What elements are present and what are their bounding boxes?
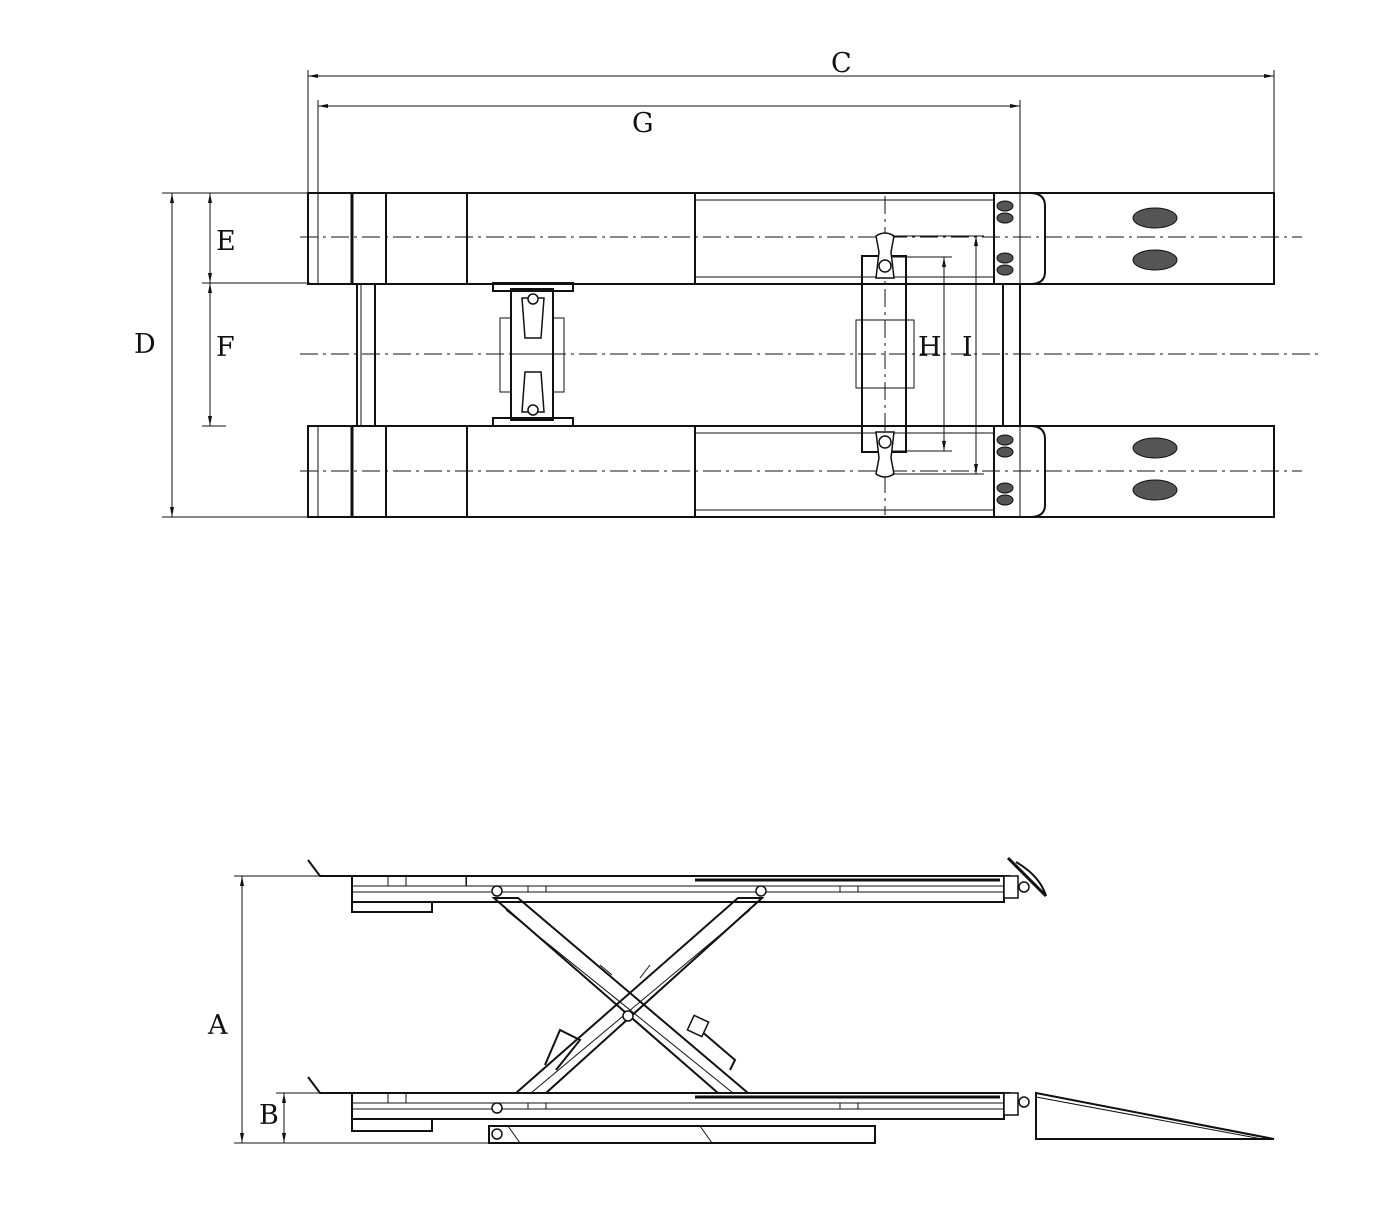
grip-pattern-upper	[996, 200, 1014, 276]
dimension-d: D	[134, 192, 310, 518]
dimension-b-label: B	[259, 1100, 279, 1131]
raised-platform	[307, 856, 1048, 913]
dimension-f-label: F	[216, 332, 235, 363]
lower-runway	[307, 425, 1275, 518]
dimension-i-label: I	[962, 332, 973, 363]
dimension-c-label: C	[831, 48, 852, 79]
top-view: C G D E F	[134, 48, 1322, 518]
dimension-i: I	[892, 235, 984, 475]
dimension-e: E	[202, 193, 310, 284]
rear-crossbeam	[1002, 284, 1021, 426]
grip-pad	[1132, 437, 1178, 459]
drive-on-ramp	[1035, 1091, 1275, 1140]
grip-pad	[1132, 207, 1178, 229]
dimension-c: C	[307, 48, 1275, 195]
dimension-g-label: G	[632, 108, 654, 139]
upper-runway	[307, 192, 1275, 285]
grip-pattern-lower	[996, 434, 1014, 506]
base-frame	[307, 1076, 1030, 1144]
dimension-g: G	[317, 100, 1021, 195]
grip-pad	[1132, 249, 1178, 271]
large-jack-beam	[855, 232, 915, 478]
dimension-h-label: H	[918, 332, 942, 363]
dimension-a-label: A	[207, 1010, 228, 1041]
dimension-d-label: D	[134, 329, 156, 360]
dimension-b: B	[259, 1092, 352, 1143]
small-jack-beam	[492, 282, 574, 427]
front-crossbeam	[356, 283, 376, 427]
scissor-mechanism	[491, 897, 765, 1094]
dimension-h: H	[892, 256, 952, 452]
dimension-f: F	[202, 283, 235, 427]
grip-pad	[1132, 479, 1178, 501]
side-view: A B	[207, 856, 1275, 1144]
dimension-e-label: E	[216, 226, 236, 257]
